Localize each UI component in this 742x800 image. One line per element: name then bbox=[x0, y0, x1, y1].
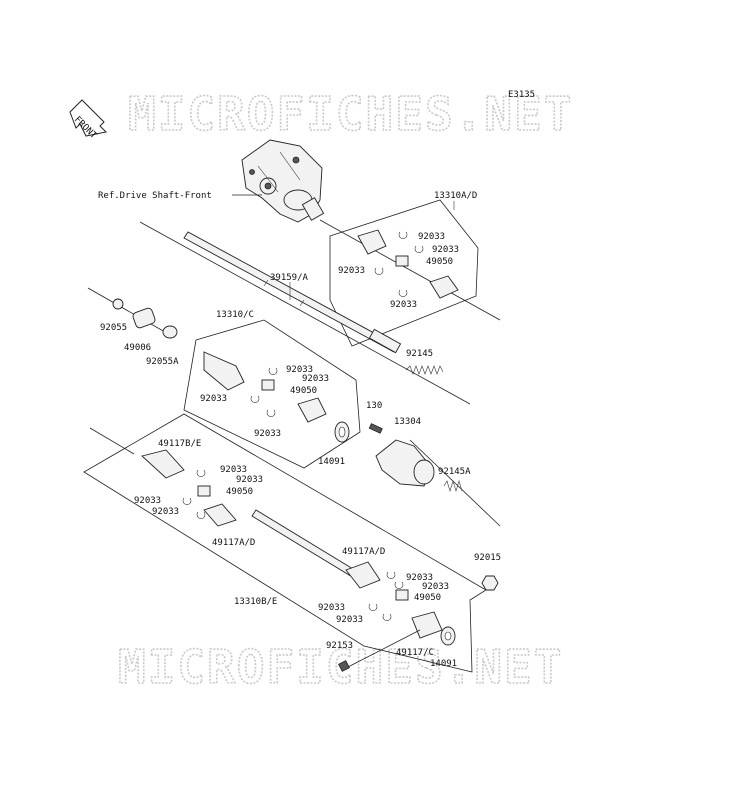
label-92033-a1: 92033 bbox=[418, 232, 445, 242]
label-49117C: 49117/C bbox=[396, 648, 434, 658]
label-92055: 92055 bbox=[100, 323, 127, 333]
spring-92145: 92145 bbox=[405, 349, 444, 375]
label-49117AD-a: 49117A/D bbox=[212, 538, 255, 548]
label-92033-d1: 92033 bbox=[406, 573, 433, 583]
label-92015: 92015 bbox=[474, 553, 501, 563]
group-13310AD: 13310A/D 92033 92033 92033 49050 92033 bbox=[319, 191, 501, 347]
label-92033-d4: 92033 bbox=[336, 615, 363, 625]
label-13310C: 13310/C bbox=[216, 310, 254, 320]
label-92033-d2: 92033 bbox=[422, 582, 449, 592]
group-13310C: 13310/C 92033 92033 49050 92033 92033 bbox=[183, 310, 361, 469]
label-92145A: 92145A bbox=[438, 467, 471, 477]
left-seal-parts: 92055 49006 92055A bbox=[87, 287, 179, 367]
label-92033-b3: 92033 bbox=[200, 394, 227, 404]
ref-drive-shaft-label: Ref.Drive Shaft-Front bbox=[98, 191, 212, 201]
label-49117AD-b: 49117A/D bbox=[342, 547, 385, 557]
label-92033-c4: 92033 bbox=[152, 507, 179, 517]
label-92033-a2: 92033 bbox=[432, 245, 459, 255]
propeller-shaft: 39159/A bbox=[139, 221, 471, 405]
label-92033-b1: 92033 bbox=[286, 365, 313, 375]
label-92033-a4: 92033 bbox=[390, 300, 417, 310]
watermark-top: MICROFICHES.NET bbox=[128, 87, 573, 141]
rear-housing-parts: 130 13304 14091 92145A bbox=[318, 401, 501, 527]
label-92153: 92153 bbox=[326, 641, 353, 651]
label-92145: 92145 bbox=[406, 349, 433, 359]
label-49050-a: 49050 bbox=[426, 257, 453, 267]
label-92033-c1: 92033 bbox=[220, 465, 247, 475]
label-92033-d3: 92033 bbox=[318, 603, 345, 613]
label-39159A: 39159/A bbox=[270, 273, 309, 283]
label-49050-c: 49050 bbox=[226, 487, 253, 497]
group-13310BE: 49117B/E 92033 92033 49050 92033 92033 4… bbox=[83, 413, 501, 673]
label-49050-d: 49050 bbox=[414, 593, 441, 603]
label-92033-b2: 92033 bbox=[302, 374, 329, 384]
label-92055A: 92055A bbox=[146, 357, 179, 367]
label-14091-b: 14091 bbox=[430, 659, 457, 669]
label-13310BE: 13310B/E bbox=[234, 597, 277, 607]
label-92033-c3: 92033 bbox=[134, 496, 161, 506]
label-130: 130 bbox=[366, 401, 382, 411]
label-49117BE: 49117B/E bbox=[158, 439, 201, 449]
label-13310AD: 13310A/D bbox=[434, 191, 477, 201]
label-92033-c2: 92033 bbox=[236, 475, 263, 485]
front-arrow-icon: FRONT bbox=[69, 99, 108, 141]
label-14091-a: 14091 bbox=[318, 457, 345, 467]
diagram-code: E3135 bbox=[508, 90, 535, 100]
front-differential-housing bbox=[241, 139, 325, 223]
label-49006: 49006 bbox=[124, 343, 151, 353]
label-49050-b: 49050 bbox=[290, 386, 317, 396]
label-92033-a3: 92033 bbox=[338, 266, 365, 276]
label-92033-b4: 92033 bbox=[254, 429, 281, 439]
label-13304: 13304 bbox=[394, 417, 421, 427]
